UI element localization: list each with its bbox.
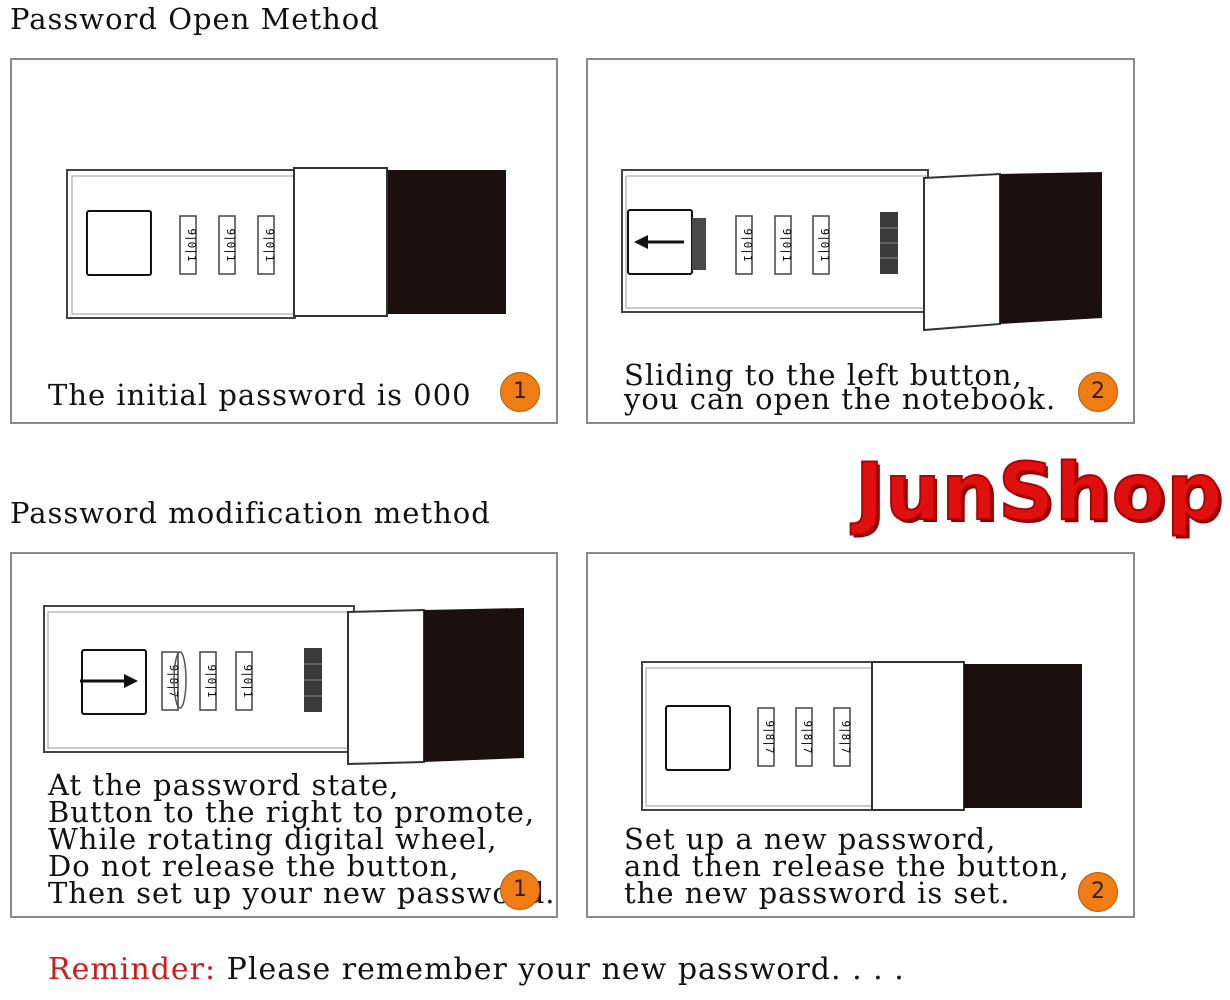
- svg-text:9|0|1: 9|0|1: [185, 228, 198, 261]
- digit-wheel: 9|0|1: [235, 651, 254, 711]
- digit-wheel: 9|0|1: [774, 215, 793, 275]
- digit-wheel: 9|8|7: [833, 707, 852, 767]
- modify-method-title: Password modification method: [10, 496, 491, 530]
- step-badge: 2: [1078, 372, 1118, 412]
- modify-step-2-caption-line-3: the new password is set.: [624, 876, 1011, 910]
- modify-step-1-caption-line-3: While rotating digital wheel,: [48, 822, 498, 856]
- svg-text:9|8|7: 9|8|7: [763, 720, 776, 753]
- digit-wheel: 9|8|7: [161, 651, 180, 711]
- svg-text:9|0|1: 9|0|1: [205, 664, 218, 697]
- digit-wheel: 9|8|7: [757, 707, 776, 767]
- modify-step-1-caption-line-5: Then set up your new password.: [48, 876, 556, 910]
- reminder-line: Reminder: Please remember your new passw…: [48, 952, 905, 987]
- modify-step-1-caption-line-2: Button to the right to promote,: [48, 795, 536, 829]
- modify-step-2-caption-line-1: Set up a new password,: [624, 822, 997, 856]
- lock-device-illustration: 9|8|7 9|0|1 9|0|1: [43, 605, 524, 766]
- step-badge: 1: [500, 372, 540, 412]
- lock-device-illustration: 9|0|1 9|0|1 9|0|1: [621, 169, 1102, 332]
- open-step-1-caption: The initial password is 000: [48, 378, 472, 412]
- svg-text:9|0|1: 9|0|1: [224, 228, 237, 261]
- digit-wheel: 9|0|1: [257, 215, 276, 275]
- panel-open-step-1: 9|0|1 9|0|1 9|0|1 The initial password i…: [10, 58, 558, 424]
- digit-wheel: 9|0|1: [218, 215, 237, 275]
- release-button: [665, 705, 731, 771]
- release-button: [86, 210, 152, 276]
- panel-open-step-2: 9|0|1 9|0|1 9|0|1 Sliding to the left bu…: [586, 58, 1135, 424]
- right-arrow-icon: [80, 674, 138, 688]
- svg-text:9|0|1: 9|0|1: [741, 228, 754, 261]
- svg-text:9|8|7: 9|8|7: [801, 720, 814, 753]
- open-step-2-caption-line-2: you can open the notebook.: [624, 382, 1057, 416]
- open-method-title: Password Open Method: [10, 2, 380, 36]
- lock-device-illustration: 9|8|7 9|8|7 9|8|7: [641, 661, 1082, 811]
- open-step-2-caption-line-1: Sliding to the left button,: [624, 358, 1023, 392]
- digit-wheel: 9|8|7: [795, 707, 814, 767]
- rotation-arrow-icon: [173, 651, 187, 709]
- lock-device-illustration: 9|0|1 9|0|1 9|0|1: [66, 167, 506, 319]
- brand-logo: JunShop: [854, 447, 1224, 539]
- digit-wheel: 9|0|1: [199, 651, 218, 711]
- panel-modify-step-1: 9|8|7 9|0|1 9|0|1 At the password state,…: [10, 552, 558, 918]
- modify-step-2-caption-line-2: and then release the button,: [624, 849, 1070, 883]
- digit-wheel: 9|0|1: [812, 215, 831, 275]
- reminder-text: Please remember your new password. . . .: [216, 952, 905, 987]
- modify-step-1-caption-line-1: At the password state,: [48, 768, 400, 802]
- svg-text:9|0|1: 9|0|1: [263, 228, 276, 261]
- digit-wheel: 9|0|1: [179, 215, 198, 275]
- svg-text:9|8|7: 9|8|7: [839, 720, 852, 753]
- step-badge: 2: [1078, 872, 1118, 912]
- digit-wheel: 9|0|1: [735, 215, 754, 275]
- svg-text:9|0|1: 9|0|1: [818, 228, 831, 261]
- modify-step-1-caption-line-4: Do not release the button,: [48, 849, 460, 883]
- svg-text:9|0|1: 9|0|1: [780, 228, 793, 261]
- step-badge: 1: [500, 870, 540, 910]
- reminder-label: Reminder:: [48, 952, 217, 987]
- left-arrow-icon: [634, 235, 684, 249]
- panel-modify-step-2: 9|8|7 9|8|7 9|8|7 Set up a new password,…: [586, 552, 1135, 918]
- svg-text:9|0|1: 9|0|1: [241, 664, 254, 697]
